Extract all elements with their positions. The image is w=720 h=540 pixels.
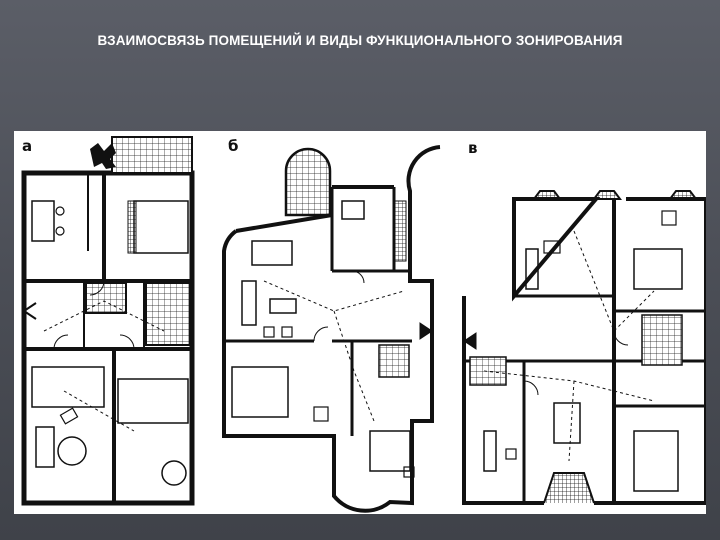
plan-a-label: а xyxy=(22,137,33,155)
plan-b xyxy=(222,145,441,513)
floor-plans-figure: а б в xyxy=(14,131,706,514)
plan-c-label: в xyxy=(468,139,478,157)
slide-title: ВЗАИМОСВЯЗЬ ПОМЕЩЕНИЙ И ВИДЫ ФУНКЦИОНАЛЬ… xyxy=(97,33,623,48)
plan-c xyxy=(462,190,706,505)
plan-b-outer-wall xyxy=(222,145,441,513)
plan-a-outer-wall xyxy=(21,170,195,506)
floor-plans-drawing xyxy=(21,136,706,513)
plan-a xyxy=(21,136,195,506)
plan-a-plant xyxy=(90,143,116,169)
plan-b-balcony xyxy=(284,147,332,217)
plan-a-balcony xyxy=(111,136,193,174)
plan-b-label: б xyxy=(228,137,239,155)
